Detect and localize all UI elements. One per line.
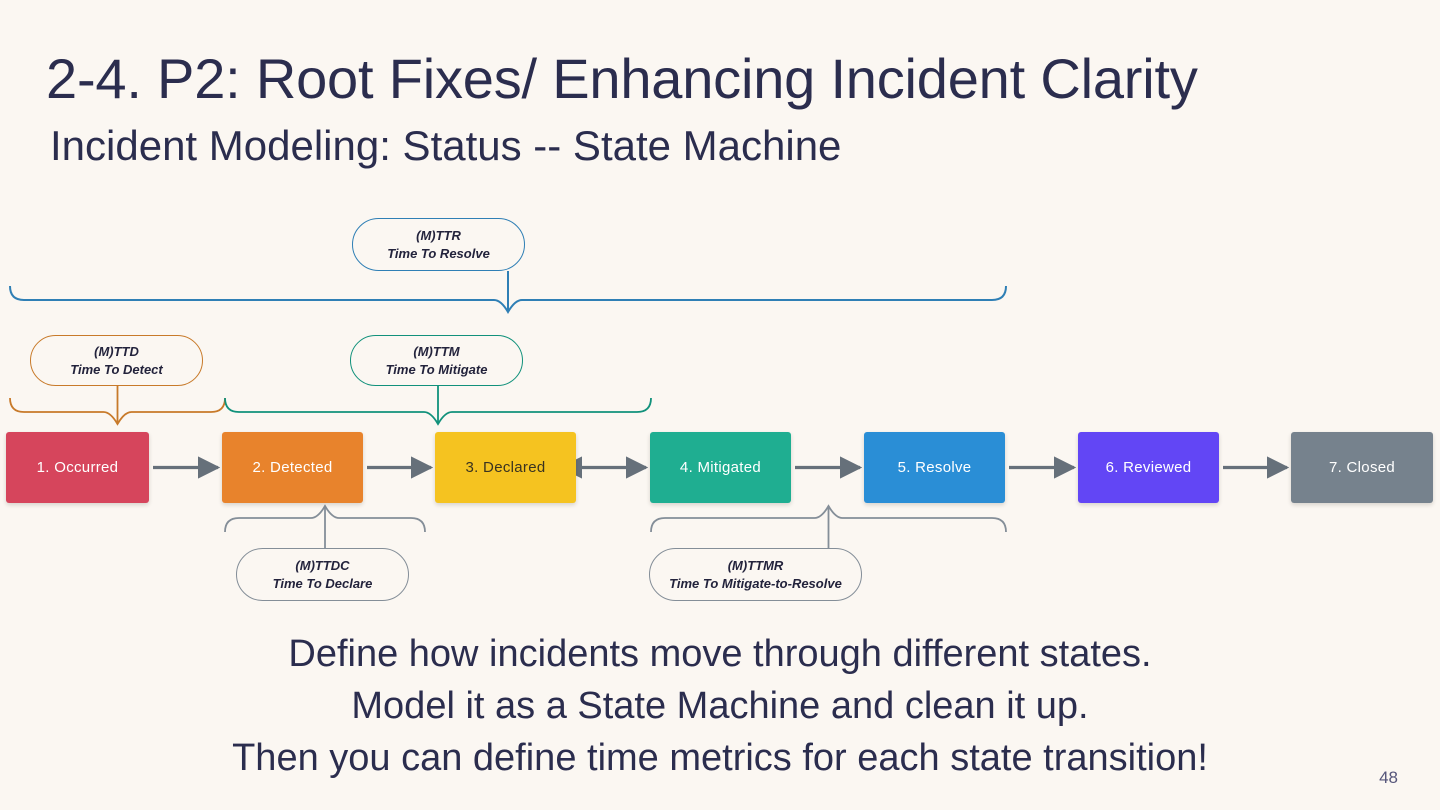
title-block: 2-4. P2: Root Fixes/ Enhancing Incident … <box>46 46 1406 174</box>
state-box[interactable]: 3. Declared <box>435 432 576 503</box>
state-box[interactable]: 5. Resolve <box>864 432 1005 503</box>
metric-bracket <box>9 285 1007 314</box>
state-box-label: 3. Declared <box>465 459 546 476</box>
metric-bracket <box>9 397 226 426</box>
caption-line: Then you can define time metrics for eac… <box>232 737 1208 779</box>
metric-abbreviation: (M)TTR <box>416 227 461 243</box>
caption-block: Define how incidents move through differ… <box>0 628 1440 784</box>
metric-full-name: Time To Mitigate <box>385 361 488 377</box>
state-box[interactable]: 1. Occurred <box>6 432 149 503</box>
metric-bubble[interactable]: (M)TTM Time To Mitigate <box>350 335 523 386</box>
page-subtitle: Incident Modeling: Status -- State Machi… <box>50 122 842 169</box>
state-box-label: 5. Resolve <box>897 459 972 476</box>
metric-abbreviation: (M)TTDC <box>295 557 350 573</box>
metric-bubble[interactable]: (M)TTD Time To Detect <box>30 335 203 386</box>
state-box[interactable]: 6. Reviewed <box>1078 432 1219 503</box>
state-machine-diagram: 1. Occurred 2. Detected 3. Declared 4. Miti… <box>0 200 1440 620</box>
metric-abbreviation: (M)TTMR <box>727 557 784 573</box>
state-box[interactable]: 7. Closed <box>1291 432 1433 503</box>
metric-full-name: Time To Declare <box>272 575 373 591</box>
state-box-label: 4. Mitigated <box>679 459 762 476</box>
state-box-label: 7. Closed <box>1328 459 1396 476</box>
page-title: 2-4. P2: Root Fixes/ Enhancing Incident … <box>46 47 1198 110</box>
caption-line: Define how incidents move through differ… <box>288 633 1152 675</box>
metric-bubble[interactable]: (M)TTR Time To Resolve <box>352 218 525 271</box>
metric-abbreviation: (M)TTD <box>94 343 139 359</box>
state-box-label: 1. Occurred <box>36 459 119 476</box>
metric-abbreviation: (M)TTM <box>413 343 460 359</box>
state-box-label: 6. Reviewed <box>1105 459 1192 476</box>
metric-bubble[interactable]: (M)TTMR Time To Mitigate-to-Resolve <box>649 548 862 601</box>
page-number: 48 <box>1379 768 1398 787</box>
metric-bracket <box>224 397 652 426</box>
metric-full-name: Time To Detect <box>70 361 163 377</box>
metric-bubble[interactable]: (M)TTDC Time To Declare <box>236 548 409 601</box>
state-box-label: 2. Detected <box>252 459 333 476</box>
metric-full-name: Time To Resolve <box>387 245 490 261</box>
metric-full-name: Time To Mitigate-to-Resolve <box>669 575 842 591</box>
metric-bracket <box>224 504 426 533</box>
state-box[interactable]: 4. Mitigated <box>650 432 791 503</box>
state-box[interactable]: 2. Detected <box>222 432 363 503</box>
metric-bracket <box>650 504 1007 533</box>
caption-line: Model it as a State Machine and clean it… <box>351 685 1089 727</box>
